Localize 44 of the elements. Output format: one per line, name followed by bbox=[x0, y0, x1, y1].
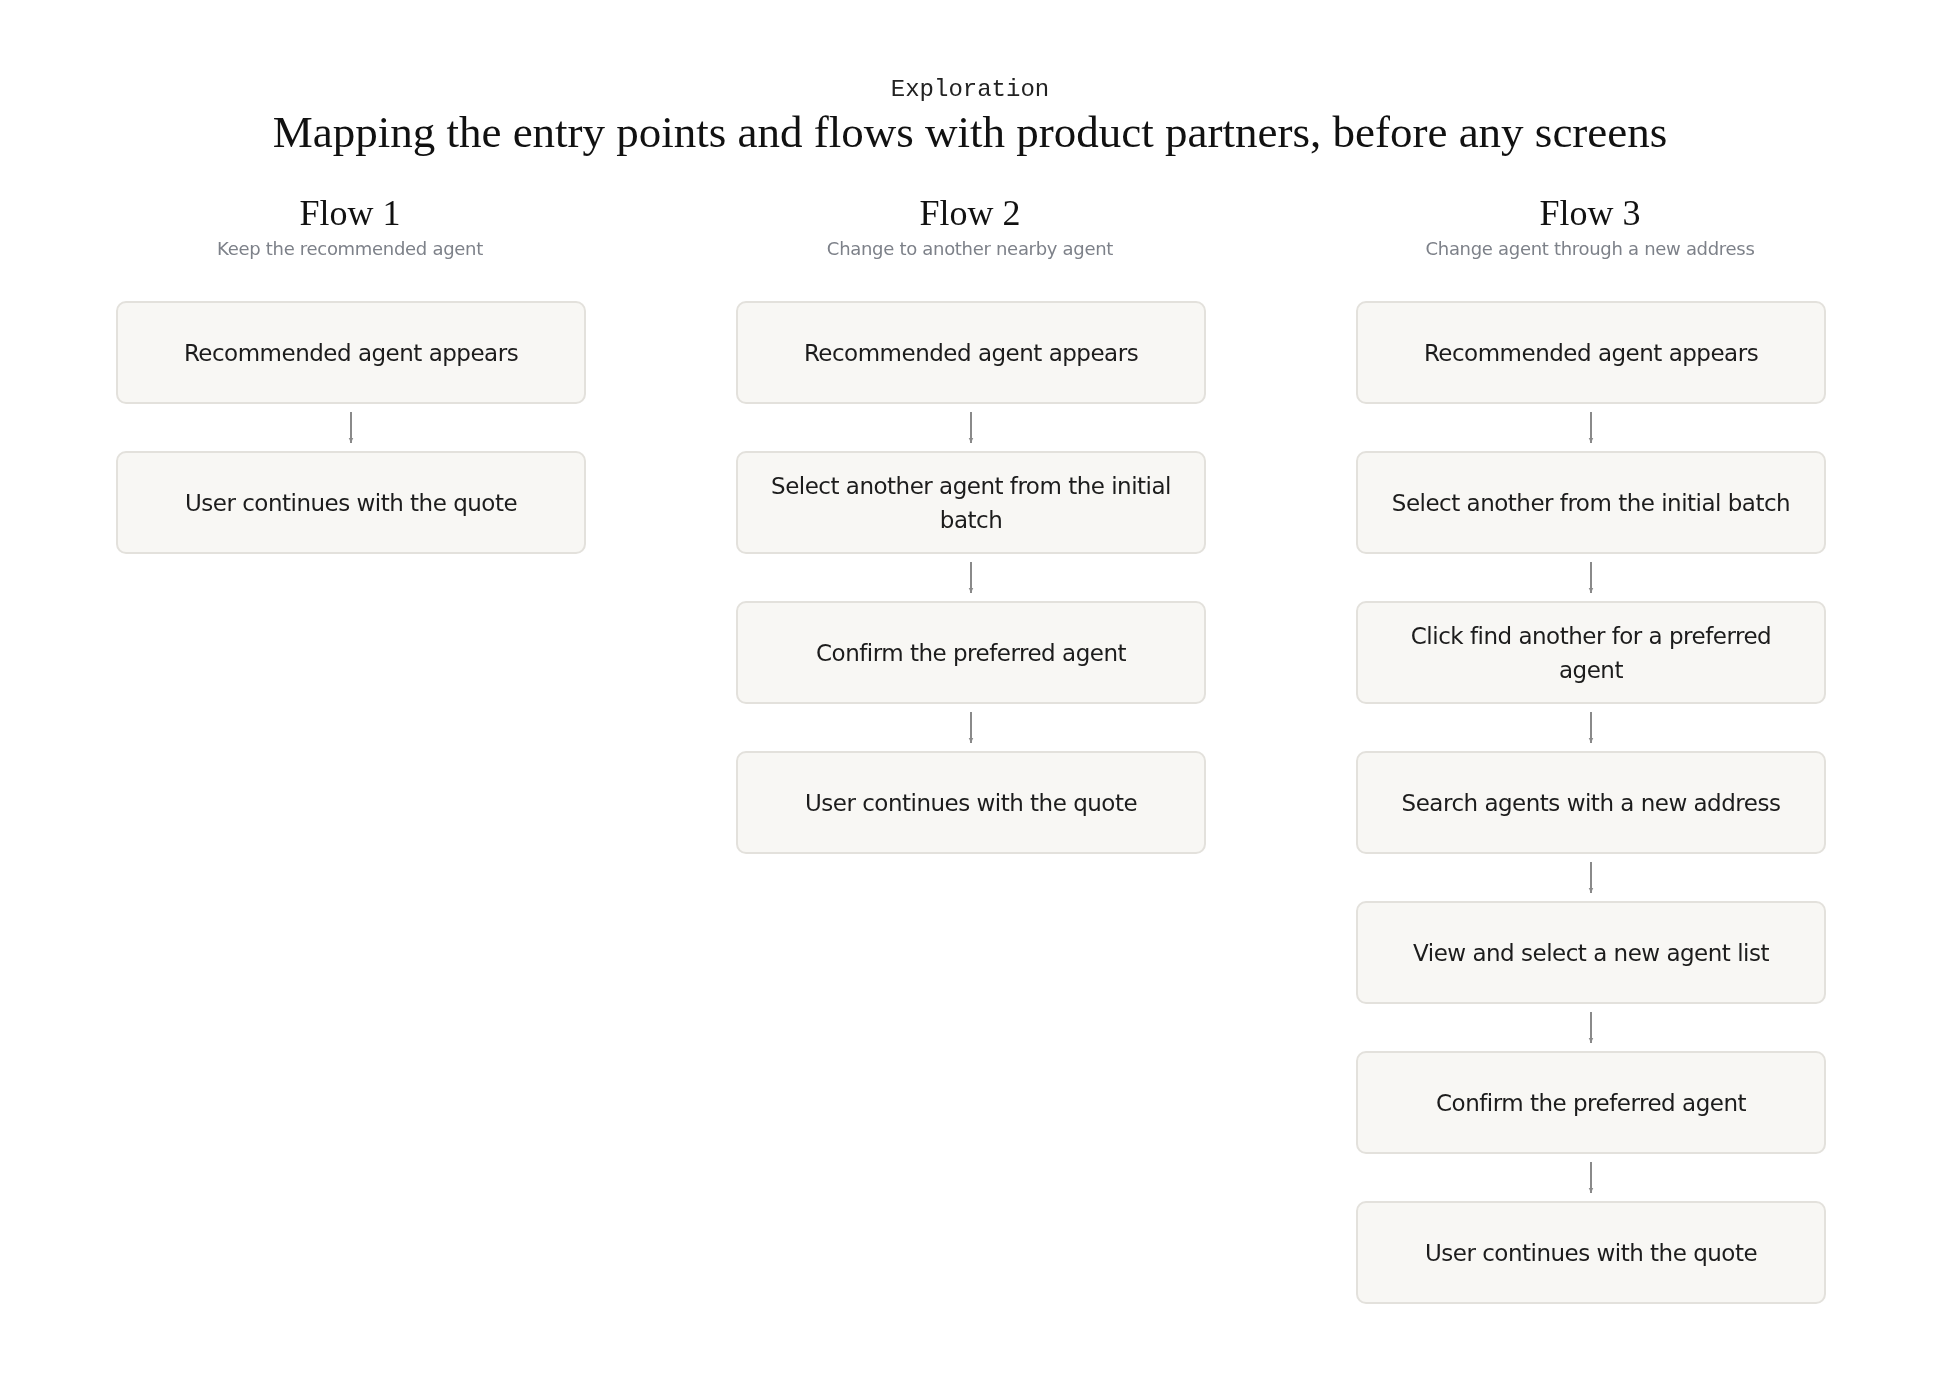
column-heading: Flow 3 bbox=[1539, 192, 1641, 234]
process-box bbox=[736, 751, 1206, 854]
process-box bbox=[1356, 901, 1826, 1004]
process-box bbox=[1356, 1051, 1826, 1154]
arrow bbox=[1588, 1161, 1594, 1194]
step-text: View and select a new agent list bbox=[1413, 938, 1769, 968]
process-box bbox=[1356, 451, 1826, 554]
arrow bbox=[1588, 1011, 1594, 1044]
process-box bbox=[1356, 1201, 1826, 1304]
process-box bbox=[1356, 301, 1826, 404]
step-text: User continues with the quote bbox=[1424, 1238, 1758, 1268]
arrow bbox=[1588, 561, 1594, 594]
step-text: User continues with the quote bbox=[184, 488, 518, 518]
column-subtitle: Keep the recommended agent bbox=[217, 238, 483, 259]
arrow bbox=[1588, 711, 1594, 744]
step-text: Select another from the initial batch bbox=[1391, 488, 1791, 518]
step-text: Search agents with a new address bbox=[1401, 788, 1781, 818]
column-heading: Flow 2 bbox=[919, 192, 1021, 234]
step-text: Click find another for a preferred agent bbox=[1409, 621, 1773, 685]
process-box bbox=[116, 451, 586, 554]
diagram-title: Mapping the entry points and flows with product partners, before any screens bbox=[271, 106, 1669, 158]
step-text: Confirm the preferred agent bbox=[816, 638, 1126, 668]
step-text: User continues with the quote bbox=[804, 788, 1138, 818]
arrow bbox=[348, 411, 354, 444]
arrow bbox=[968, 561, 974, 594]
process-box bbox=[736, 301, 1206, 404]
process-box bbox=[116, 301, 586, 404]
arrow bbox=[968, 411, 974, 444]
column-subtitle: Change agent through a new address bbox=[1425, 238, 1755, 259]
column-heading: Flow 1 bbox=[299, 192, 401, 234]
arrow bbox=[968, 711, 974, 744]
step-text: Select another agent from the initial batch bbox=[770, 471, 1172, 535]
step-text: Recommended agent appears bbox=[1423, 338, 1759, 368]
eyebrow-label: Exploration bbox=[890, 76, 1050, 103]
process-box bbox=[1356, 751, 1826, 854]
arrow bbox=[1588, 861, 1594, 894]
step-text: Confirm the preferred agent bbox=[1436, 1088, 1746, 1118]
process-box bbox=[736, 451, 1206, 554]
step-text: Recommended agent appears bbox=[183, 338, 519, 368]
process-box bbox=[1356, 601, 1826, 704]
process-box bbox=[736, 601, 1206, 704]
column-subtitle: Change to another nearby agent bbox=[826, 238, 1114, 259]
arrow bbox=[1588, 411, 1594, 444]
step-text: Recommended agent appears bbox=[803, 338, 1139, 368]
